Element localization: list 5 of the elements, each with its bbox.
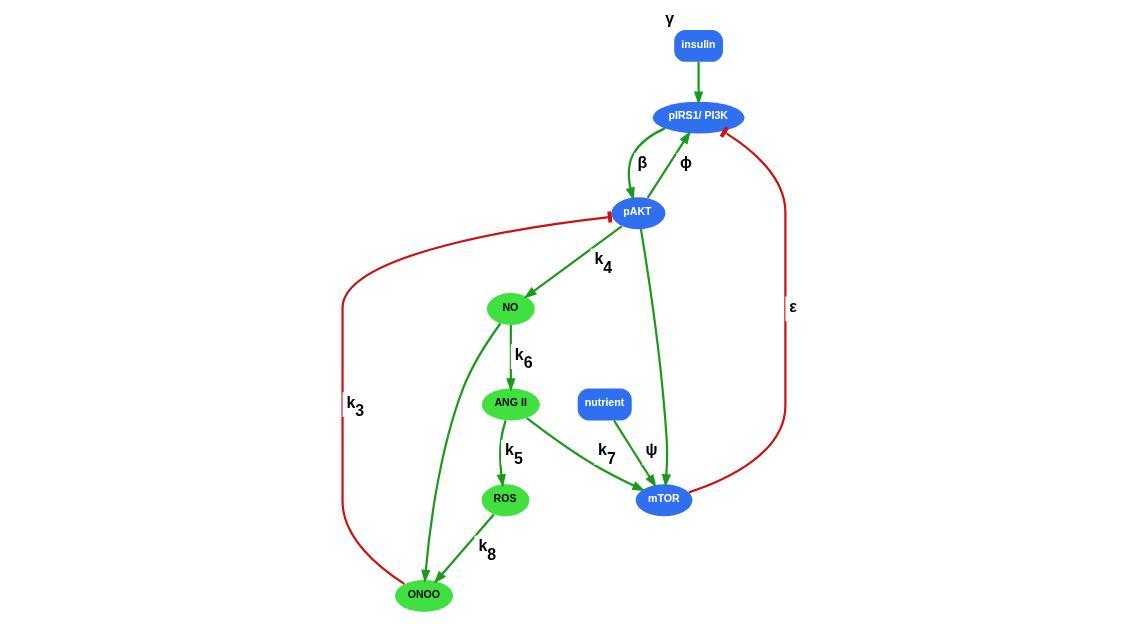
- edge-label: β: [636, 154, 647, 172]
- edge-label: ε: [788, 297, 797, 315]
- edge-label: ψ: [644, 441, 657, 459]
- edge-label: ϕ: [679, 154, 692, 172]
- node-label: γ: [664, 10, 674, 28]
